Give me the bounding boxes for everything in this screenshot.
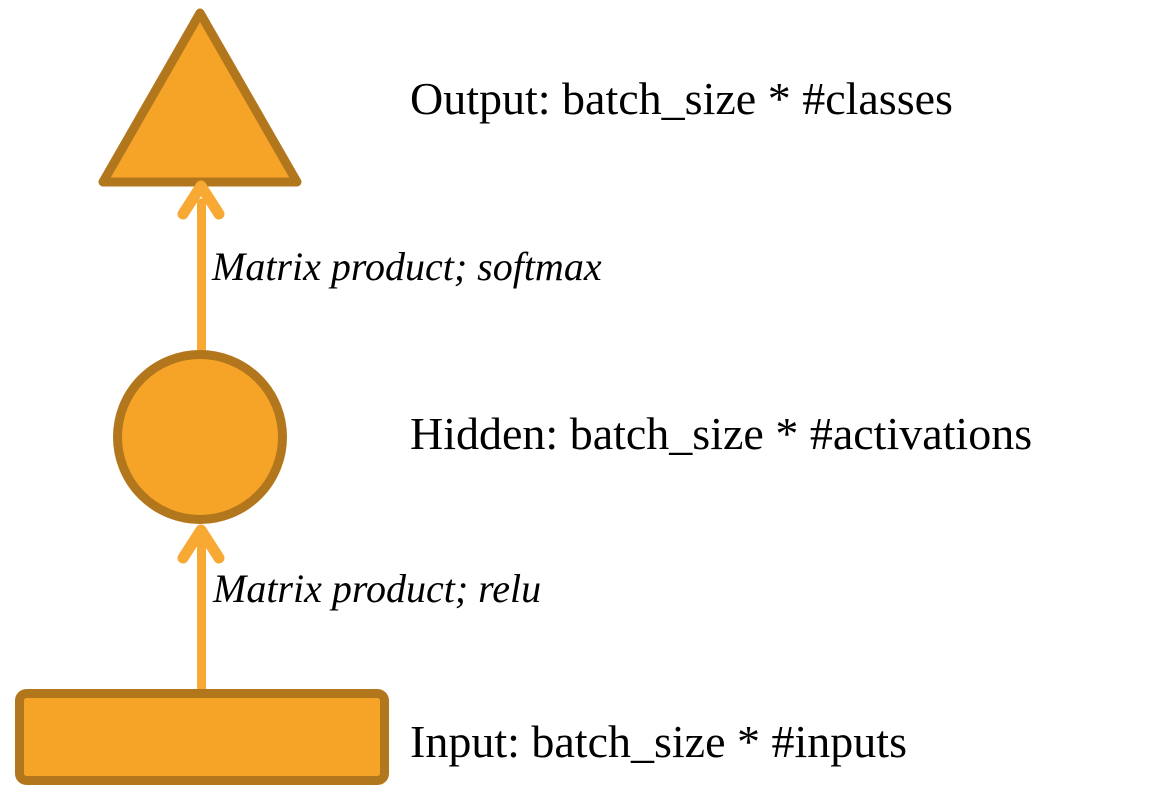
edge-softmax-label: Matrix product; softmax xyxy=(212,244,602,289)
input-node-rect xyxy=(15,689,389,785)
input-node-label: Input: batch_size * #inputs xyxy=(410,716,907,767)
edge-relu-arrowhead-icon xyxy=(177,524,225,564)
hidden-node-label: Hidden: batch_size * #activations xyxy=(410,408,1033,459)
output-node-label: Output: batch_size * #classes xyxy=(410,73,953,124)
output-node-triangle xyxy=(98,8,302,187)
edge-relu-label: Matrix product; relu xyxy=(213,566,542,611)
hidden-node-circle xyxy=(113,350,287,524)
edge-softmax-arrowhead-icon xyxy=(177,180,225,220)
